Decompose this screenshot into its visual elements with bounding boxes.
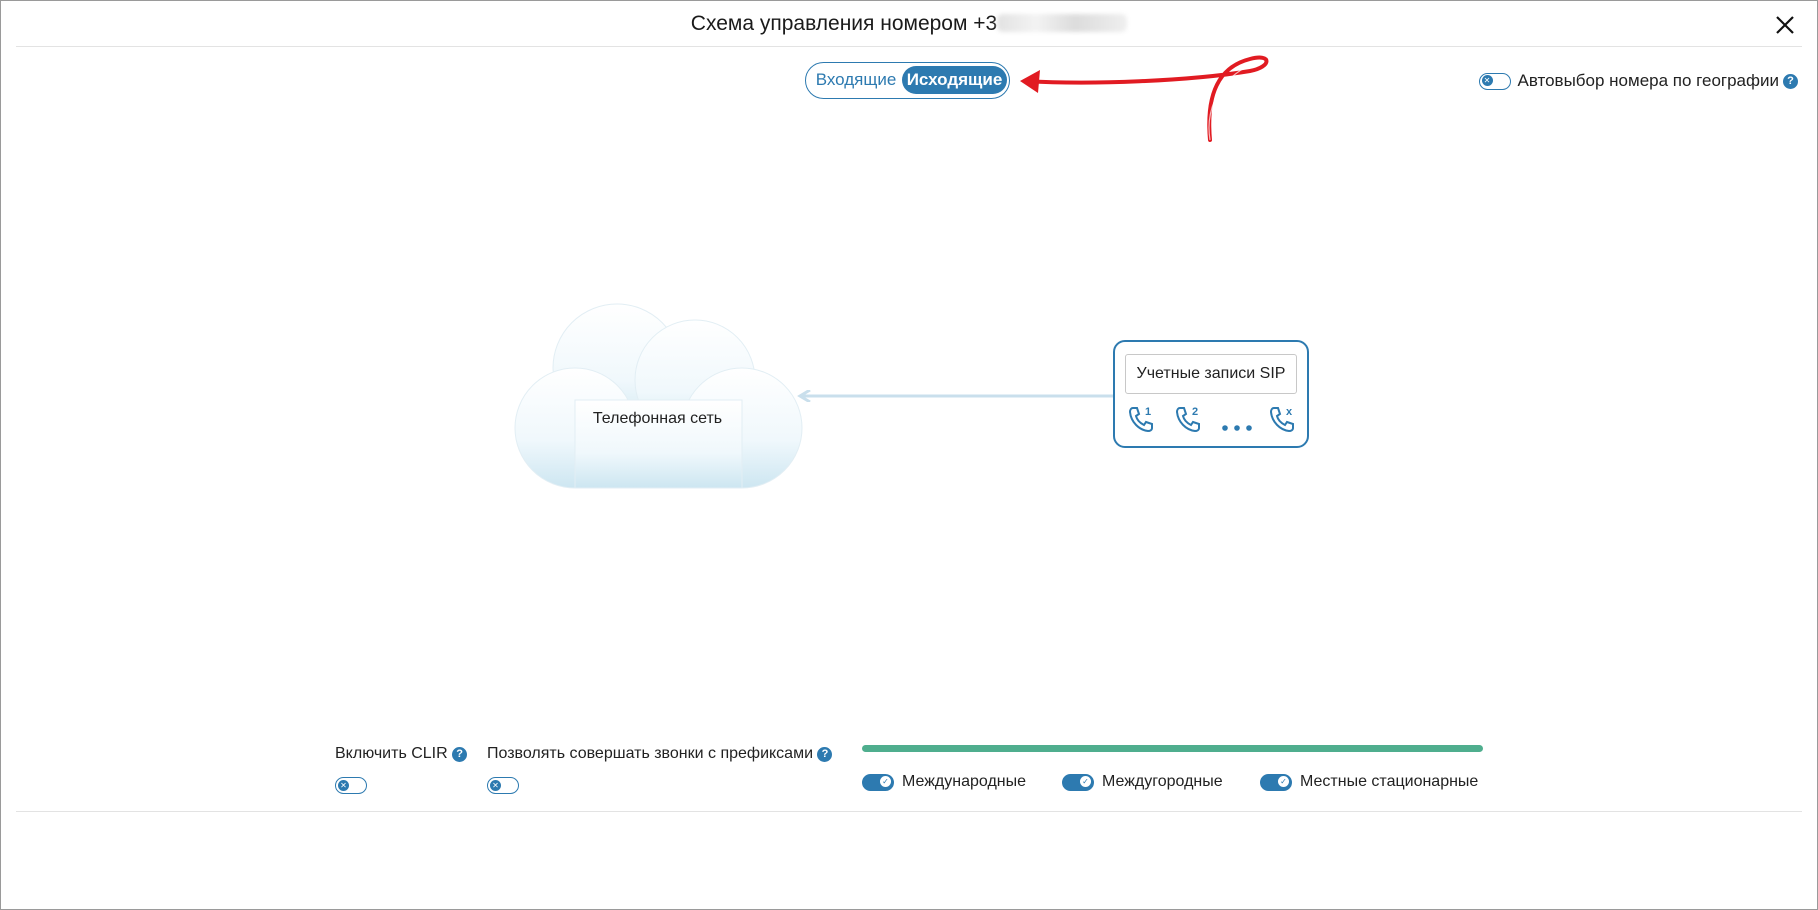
toggle-on-icon: ✓	[1278, 776, 1289, 787]
call-type-local: ✓ Местные стационарные	[1260, 773, 1478, 791]
longdistance-toggle[interactable]: ✓	[1062, 773, 1094, 791]
prefix-option: Позволять совершать звонки с префиксами …	[487, 745, 833, 763]
help-icon[interactable]: ?	[817, 747, 833, 762]
international-toggle[interactable]: ✓	[862, 773, 894, 791]
prefix-label: Позволять совершать звонки с префиксами	[487, 745, 814, 762]
close-button[interactable]	[1772, 12, 1798, 38]
flow-arrow	[797, 390, 1116, 402]
longdistance-label: Междугородные	[1102, 773, 1223, 790]
phone-1-number: 1	[1145, 406, 1151, 418]
toggle-on-icon: ✓	[880, 776, 891, 787]
phone-2-number: 2	[1192, 406, 1198, 418]
toggle-off-icon: ✕	[338, 779, 349, 791]
sip-accounts-button[interactable]: Учетные записи SIP	[1125, 354, 1297, 394]
local-toggle[interactable]: ✓	[1260, 773, 1292, 791]
help-icon[interactable]: ?	[452, 747, 468, 762]
phone-network-cloud[interactable]	[505, 300, 810, 490]
ellipsis-icon	[1222, 425, 1252, 431]
geo-autoselect-toggle[interactable]: ✕	[1478, 72, 1511, 90]
clir-label: Включить CLIR	[335, 745, 448, 762]
footer-divider	[16, 811, 1802, 812]
phone-icon: 2	[1175, 406, 1200, 433]
clir-toggle[interactable]: ✕	[335, 777, 367, 794]
call-type-longdistance: ✓ Междугородные	[1062, 773, 1223, 791]
clir-option: Включить CLIR ?	[335, 745, 468, 763]
call-type-international: ✓ Международные	[862, 773, 1026, 791]
tab-incoming[interactable]: Входящие	[815, 70, 897, 89]
phone-x-number: x	[1286, 406, 1293, 418]
dialog-title: Схема управления номером +3	[0, 12, 1818, 36]
prefix-toggle[interactable]: ✕	[487, 777, 519, 794]
toggle-off-icon: ✕	[1481, 75, 1493, 86]
header-divider	[16, 46, 1802, 47]
annotation-arrow-icon	[1020, 55, 1269, 142]
sip-accounts-block: Учетные записи SIP 1 2 x	[1113, 340, 1309, 448]
help-icon[interactable]: ?	[1783, 73, 1798, 89]
dialog-title-text: Схема управления номером +3	[690, 12, 998, 35]
geo-autoselect-label: Автовыбор номера по географии	[1517, 71, 1780, 90]
local-label: Местные стационарные	[1300, 773, 1479, 790]
toggle-on-icon: ✓	[1080, 776, 1091, 787]
direction-switch: Входящие Исходящие	[805, 62, 1010, 99]
international-label: Международные	[902, 773, 1027, 790]
close-icon	[1776, 16, 1794, 34]
toggle-off-icon: ✕	[490, 779, 501, 791]
prefix-types-bar	[862, 745, 1483, 752]
tab-outgoing[interactable]: Исходящие	[902, 66, 1007, 94]
phone-icon: x	[1269, 406, 1294, 433]
network-label: Телефонная сеть	[592, 410, 723, 427]
blurred-phone-number	[997, 14, 1128, 32]
phone-icon: 1	[1128, 406, 1153, 433]
geo-autoselect: ✕ Автовыбор номера по географии ?	[1478, 71, 1798, 91]
